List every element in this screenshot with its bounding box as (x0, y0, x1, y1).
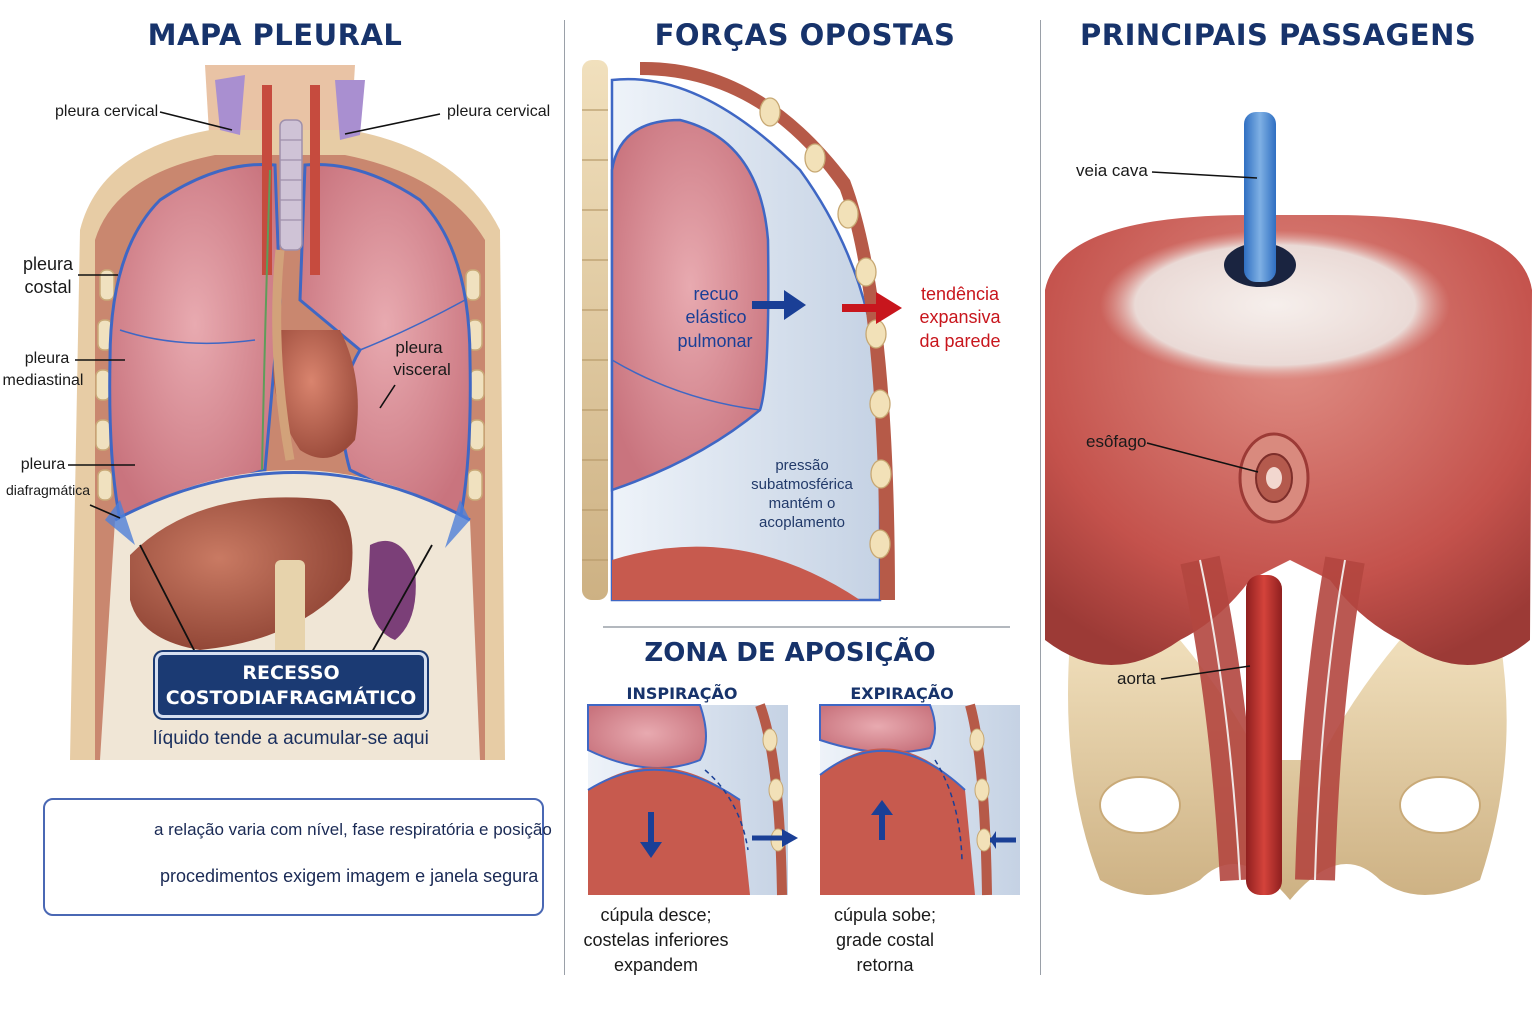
inspiration-caption-line3: expandem (613, 955, 699, 975)
label-expansion-line1: tendência (920, 284, 1000, 304)
label-pressure-line1: pressão (775, 457, 829, 474)
recess-title-line2: COSTODIAFRAGMÁTICO (165, 687, 417, 709)
diaphragm-illustration (1045, 112, 1532, 900)
recess-callout: RECESSO COSTODIAFRAGMÁTICO (155, 652, 427, 718)
label-pressure-line2: subatmosférica (751, 476, 853, 493)
recess-title-line1: RECESSO (242, 662, 340, 684)
label-recoil-line1: recuo (693, 284, 739, 304)
label-expansion-line2: expansiva (919, 307, 1001, 327)
label-recoil-line3: pulmonar (677, 331, 753, 351)
label-pressure-line4: acoplamento (759, 514, 845, 531)
label-esophagus: esôfago (1086, 432, 1147, 451)
recess-subtitle: líquido tende a acumular-se aqui (153, 728, 429, 749)
expiration-caption-line2: grade costal (835, 930, 935, 950)
label-costal-pleura-line1: pleura (22, 254, 74, 274)
label-visceral-pleura-line2: visceral (393, 360, 451, 379)
expiration-caption-line1: cúpula sobe; (833, 905, 937, 925)
panel-title-opposing-forces: FORÇAS OPOSTAS (654, 18, 956, 52)
label-recoil-line2: elástico (685, 307, 747, 327)
label-cervical-pleura-right: pleura cervical (447, 103, 551, 120)
panel-title-pleural-map: MAPA PLEURAL (147, 18, 403, 52)
clinical-note-line2: procedimentos exigem imagem e janela seg… (160, 866, 539, 886)
label-pressure-line3: mantém o (768, 495, 836, 512)
label-mediastinal-pleura-line1: pleura (24, 350, 70, 367)
panel-divider-right (1040, 20, 1041, 975)
apposition-title: ZONA DE APOSIÇÃO (644, 638, 936, 668)
expiration-label: EXPIRAÇÃO (850, 684, 954, 703)
label-visceral-pleura-line1: pleura (395, 338, 443, 357)
panel-title-main-passages: PRINCIPAIS PASSAGENS (1080, 18, 1477, 52)
clinical-note-box (43, 798, 544, 916)
expiration-illustration (819, 703, 1020, 896)
forces-illustration (582, 60, 902, 602)
expiration-caption-line3: retorna (856, 955, 914, 975)
label-cervical-pleura-left: pleura cervical (55, 103, 159, 120)
label-aorta: aorta (1117, 669, 1156, 688)
label-expansion-line3: da parede (919, 331, 1001, 351)
inspiration-caption-line1: cúpula desce; (600, 905, 712, 925)
label-vena-cava: veia cava (1076, 161, 1148, 180)
label-diaphragmatic-pleura-line2: diafragmática (5, 482, 91, 498)
label-mediastinal-pleura-line2: mediastinal (2, 372, 84, 389)
panel-divider-left (564, 20, 565, 975)
inspiration-label: INSPIRAÇÃO (626, 684, 738, 703)
inspiration-illustration (587, 703, 798, 896)
label-diaphragmatic-pleura-line1: pleura (20, 456, 66, 473)
label-costal-pleura-line2: costal (24, 277, 72, 297)
clinical-note-line1: a relação varia com nível, fase respirat… (154, 820, 552, 839)
inspiration-caption-line2: costelas inferiores (583, 930, 729, 950)
thorax-illustration (68, 65, 505, 760)
